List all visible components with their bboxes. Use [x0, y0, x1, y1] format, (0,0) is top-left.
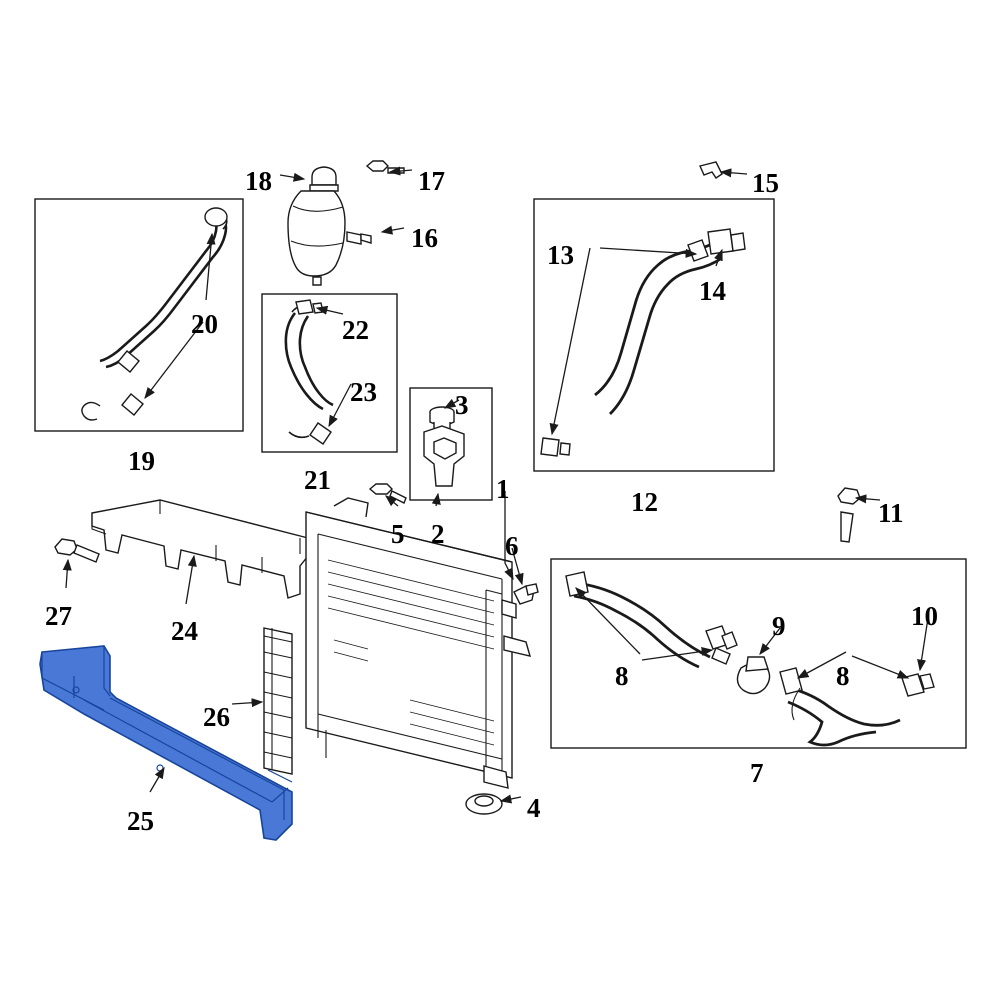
- part-hose-21: [284, 299, 334, 445]
- callout-6: 6: [505, 531, 519, 561]
- part-upper-panel-24: [91, 499, 309, 599]
- part-hose-19: [81, 207, 228, 421]
- part-bolt-27: [54, 538, 100, 563]
- callout-26: 26: [203, 702, 230, 732]
- callout-5: 5: [391, 519, 405, 549]
- callout-23: 23: [350, 377, 377, 407]
- callout-20: 20: [191, 309, 218, 339]
- callout-24: 24: [171, 616, 198, 646]
- callout-8-right: 8: [836, 661, 850, 691]
- callout-1: 1: [496, 474, 510, 504]
- callout-17: 17: [418, 166, 445, 196]
- callout-18: 18: [245, 166, 272, 196]
- group-box-19: [34, 198, 244, 432]
- part-grommet-4: [465, 793, 503, 815]
- callout-12: 12: [631, 487, 658, 517]
- part-reservoir-tank: [287, 166, 372, 286]
- callout-3: 3: [455, 390, 469, 420]
- callout-14: 14: [699, 276, 726, 306]
- callout-10: 10: [911, 601, 938, 631]
- callout-9: 9: [772, 611, 786, 641]
- callout-22: 22: [342, 315, 369, 345]
- callout-27: 27: [45, 601, 72, 631]
- callout-8-left: 8: [615, 661, 629, 691]
- callout-2: 2: [431, 519, 445, 549]
- group-box-21: [261, 293, 398, 453]
- callout-4: 4: [527, 793, 541, 823]
- callout-7: 7: [750, 758, 764, 788]
- part-clip-15: [699, 161, 723, 179]
- callout-16: 16: [411, 223, 438, 253]
- leader-lines: [62, 166, 929, 804]
- group-box-2: [409, 387, 493, 501]
- part-hose-7: [565, 571, 935, 747]
- callout-13: 13: [547, 240, 574, 270]
- group-box-12: [533, 198, 775, 472]
- part-bolt-11: [837, 487, 861, 543]
- part-sensor-6: [513, 583, 539, 605]
- part-side-guide-26: [263, 627, 293, 775]
- callout-25: 25: [127, 806, 154, 836]
- part-radiator-1: [305, 497, 531, 789]
- part-bolt-5: [368, 483, 407, 504]
- callout-21: 21: [304, 465, 331, 495]
- callout-15: 15: [752, 168, 779, 198]
- part-lower-panel-25: [39, 645, 293, 841]
- callout-11: 11: [878, 498, 904, 528]
- callout-19: 19: [128, 446, 155, 476]
- part-bracket-2: [423, 425, 465, 487]
- group-box-7: [550, 558, 967, 749]
